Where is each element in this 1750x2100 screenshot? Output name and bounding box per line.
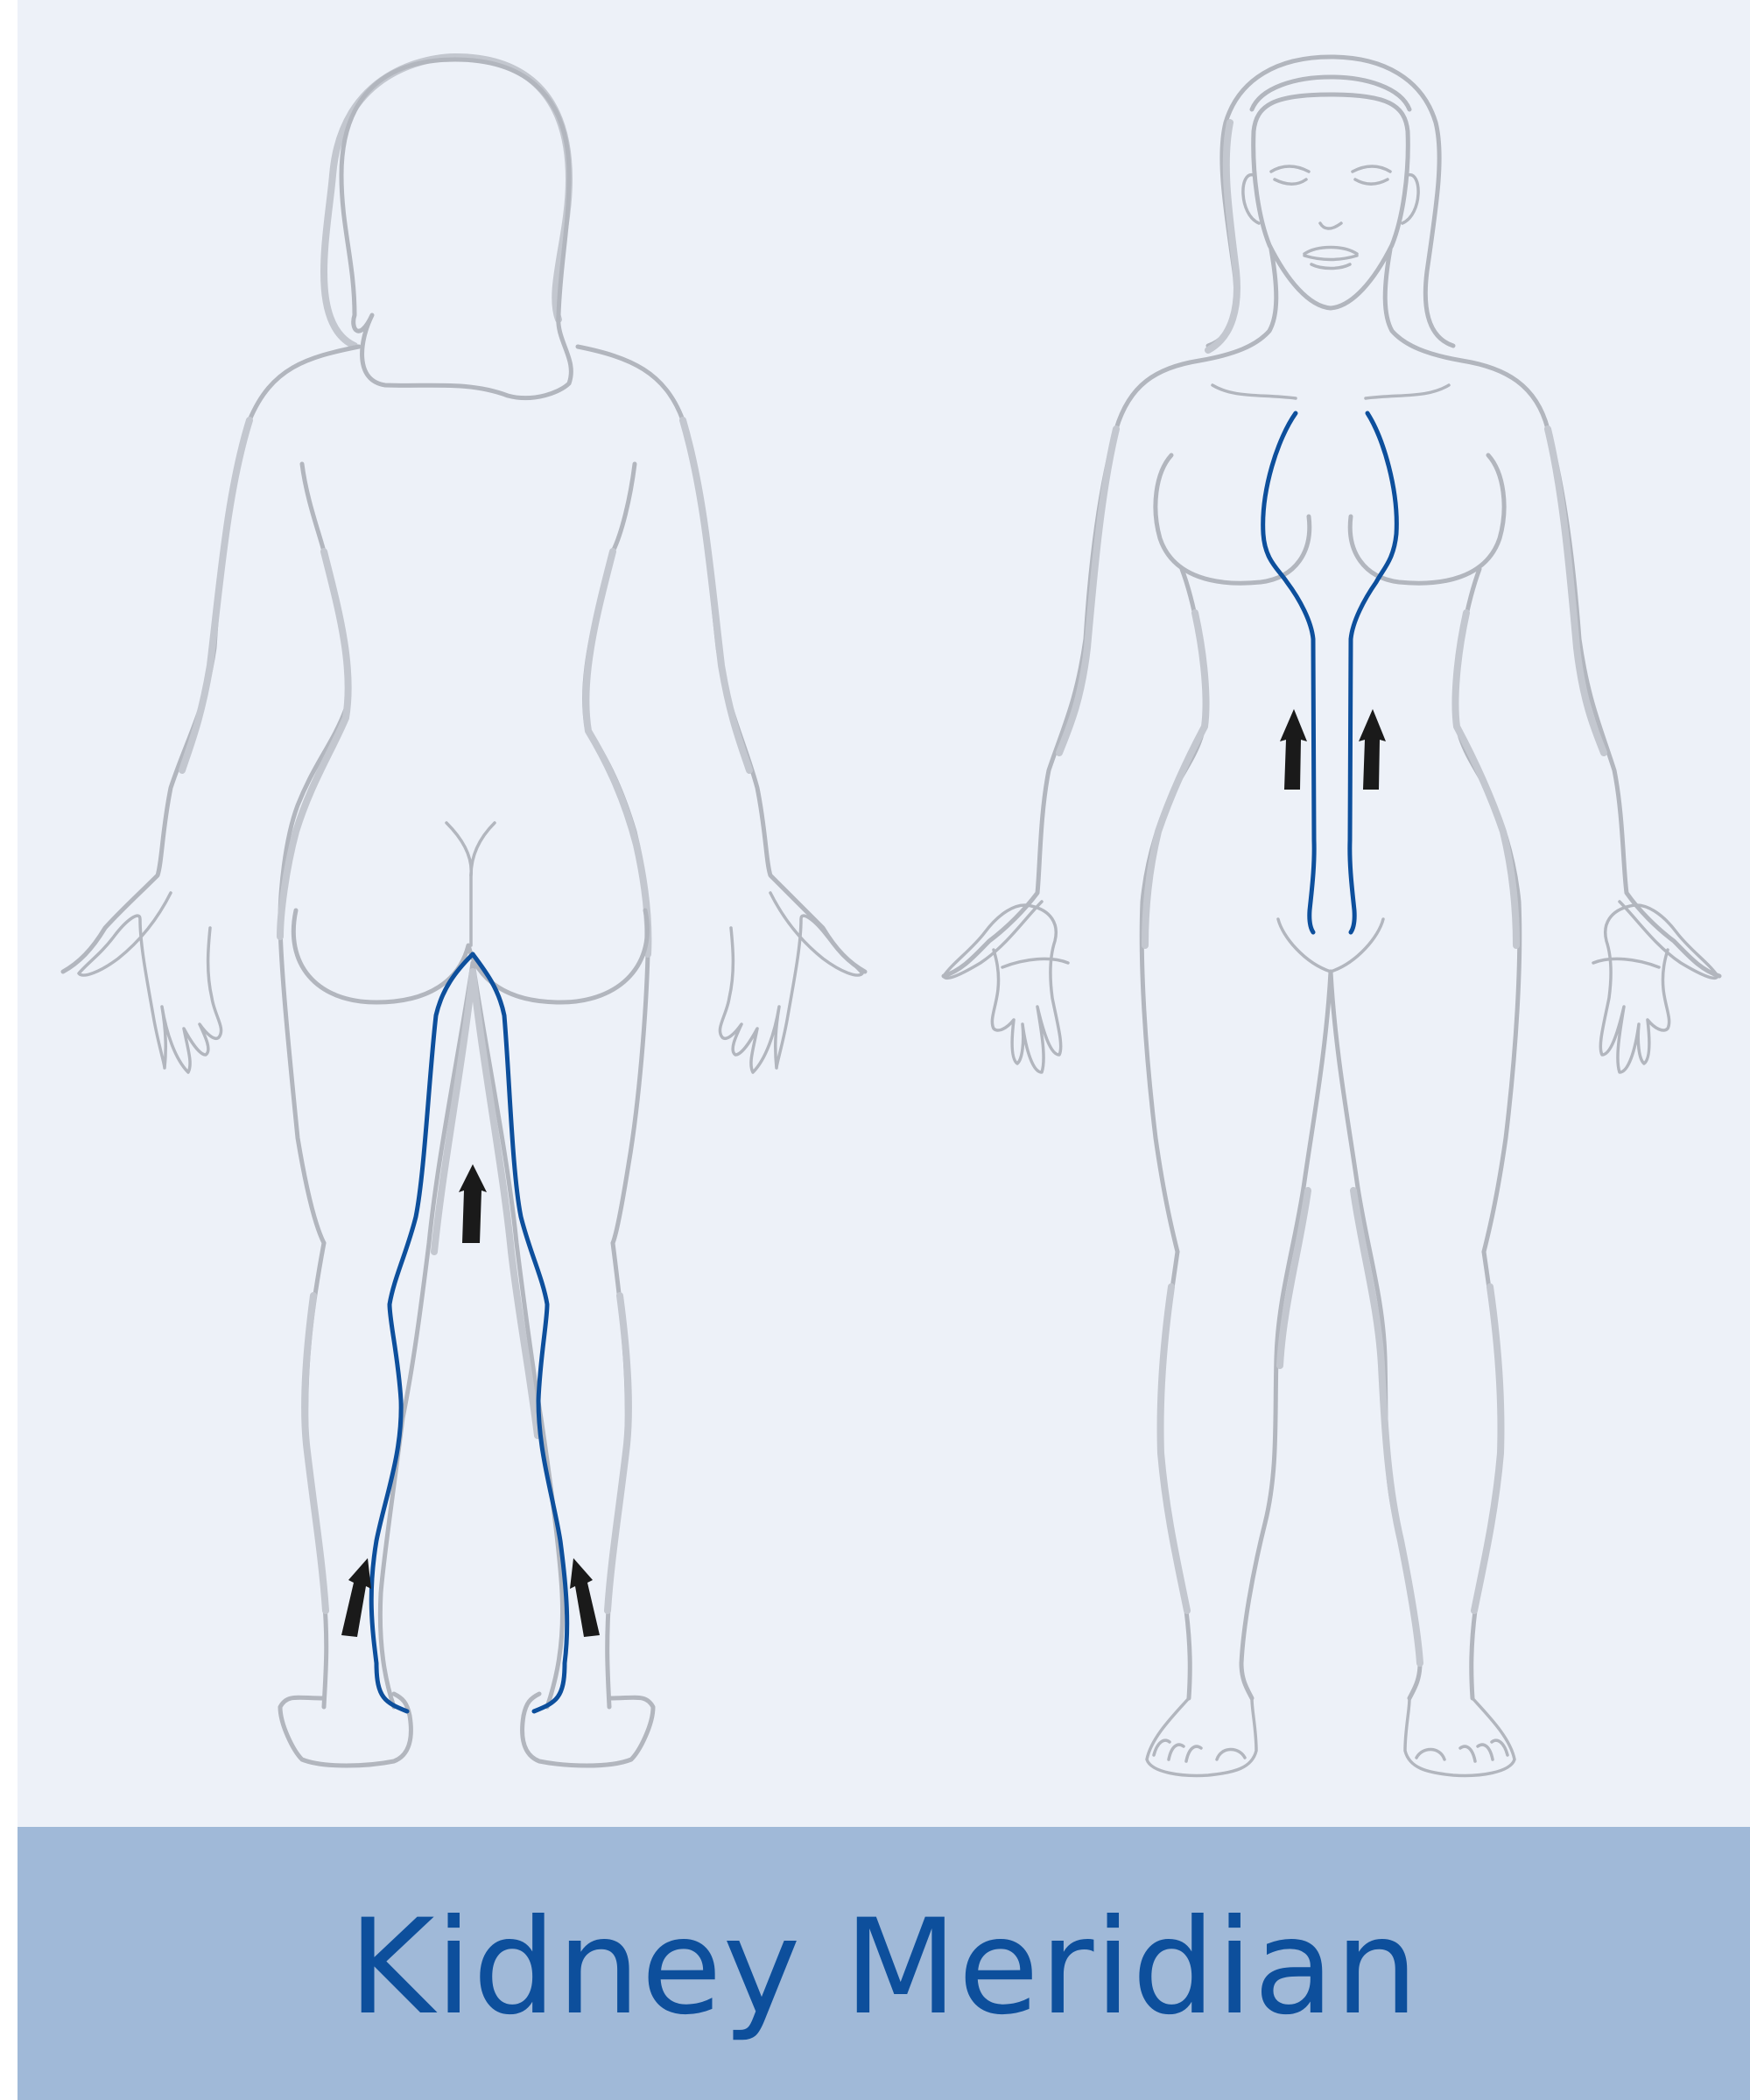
- front-figure-right-breast: [1350, 455, 1504, 583]
- title-banner: Kidney Meridian: [18, 1827, 1750, 2100]
- front-view-figure: [944, 57, 1719, 1775]
- front-figure-left-collarbone: [1212, 385, 1296, 398]
- front-figure-right-torso: [1455, 569, 1520, 1252]
- kidney-meridian-diagram: [18, 0, 1750, 1827]
- back-arrow-center: [459, 1164, 487, 1243]
- back-figure-right-leg-shade: [608, 1296, 629, 1611]
- front-figure-right-foot: [1405, 1698, 1515, 1775]
- front-figure-right-collarbone: [1366, 385, 1449, 398]
- banner-title: Kidney Meridian: [348, 1902, 1419, 2033]
- back-figure-left-shade: [182, 420, 249, 770]
- front-figure-right-eye: [1353, 166, 1390, 172]
- front-figure-lips: [1304, 248, 1357, 269]
- illustration-panel: [18, 0, 1750, 1827]
- front-figure-nose: [1320, 223, 1341, 228]
- back-arrow-right: [570, 1558, 600, 1637]
- back-figure-right-hand: [720, 893, 862, 1072]
- front-figure-left-torso-shade: [1145, 613, 1206, 945]
- front-figure-left-hand: [944, 902, 1061, 1072]
- front-meridian-left-path: [1263, 413, 1314, 932]
- front-view-meridian: [1263, 413, 1397, 932]
- front-figure-right-eye-lid: [1355, 179, 1388, 184]
- front-figure-right-torso-shade: [1455, 613, 1516, 945]
- back-view-figure: [63, 57, 865, 1766]
- front-figure-left-foot: [1147, 1698, 1256, 1775]
- back-figure-left-leg-shade: [305, 1296, 326, 1611]
- back-figure-left-hand: [79, 893, 221, 1072]
- back-arrow-left: [341, 1558, 371, 1637]
- front-figure-left-outer-shade: [1161, 1287, 1188, 1611]
- front-arrow-right: [1359, 709, 1386, 790]
- front-figure-left-neck: [944, 249, 1276, 976]
- front-figure-right-neck: [1385, 249, 1719, 976]
- front-figure-right-toes: [1416, 1740, 1508, 1761]
- back-figure-cleft-right: [471, 823, 495, 945]
- front-figure-right-palm: [1593, 959, 1659, 967]
- back-figure-right-shade: [683, 420, 749, 770]
- front-figure-pelvis-right: [1331, 919, 1383, 972]
- front-figure-left-breast: [1156, 455, 1310, 583]
- front-figure-left-eye: [1271, 166, 1309, 172]
- front-figure-right-outer-shade: [1474, 1287, 1501, 1611]
- front-figure-left-toes: [1154, 1740, 1245, 1761]
- back-figure-hair-outline: [341, 60, 571, 398]
- back-figure-right-heel: [523, 1694, 653, 1766]
- front-figure-left-eye-lid: [1275, 179, 1306, 184]
- front-figure-right-inner-shade: [1353, 1190, 1420, 1663]
- back-figure-cleft-left: [446, 823, 471, 875]
- front-meridian-right-path: [1350, 413, 1396, 932]
- back-figure-right-waist-shade: [586, 551, 648, 954]
- illustration-frame: Kidney Meridian: [18, 0, 1750, 2100]
- front-arrow-left: [1280, 709, 1307, 790]
- front-figure-left-palm: [1002, 959, 1068, 967]
- front-figure-pelvis-left: [1278, 919, 1331, 972]
- front-figure-left-torso: [1142, 569, 1206, 1252]
- back-figure-left-waist-shade: [280, 551, 348, 937]
